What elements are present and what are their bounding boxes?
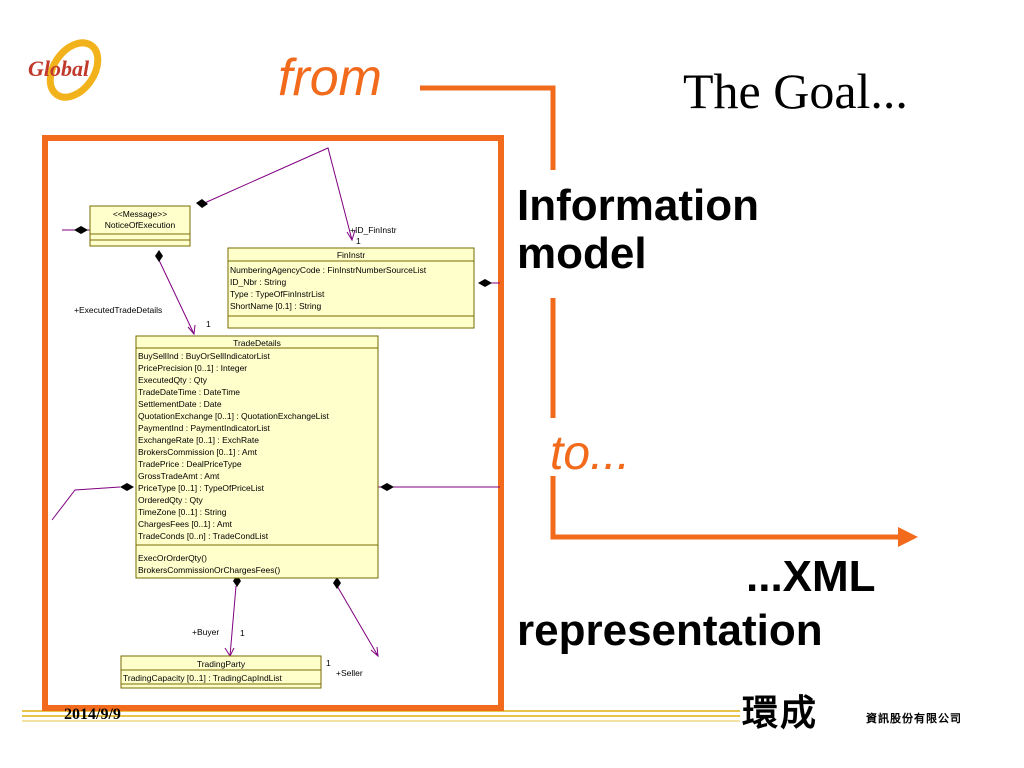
information-model-line: model bbox=[517, 229, 647, 278]
uml-class-tradingparty: TradingParty TradingCapacity [0..1] : Tr… bbox=[120, 655, 322, 689]
from-label: from bbox=[278, 49, 382, 107]
uml-class-fininstr: FinInstr NumberingAgencyCode : FinInstrN… bbox=[227, 247, 475, 329]
attribute: ShortName [0.1] : String bbox=[230, 301, 321, 311]
multiplicity-label: 1 bbox=[356, 236, 361, 246]
attribute: BuySellInd : BuyOrSellIndicatorList bbox=[138, 351, 270, 361]
attribute: TimeZone [0..1] : String bbox=[138, 507, 227, 517]
global-logo: Global bbox=[28, 39, 102, 101]
footer-divider bbox=[22, 710, 740, 722]
attribute: GrossTradeAmt : Amt bbox=[138, 471, 220, 481]
attribute: TradeConds [0..n] : TradeCondList bbox=[138, 531, 269, 541]
footer-date: 2014/9/9 bbox=[64, 706, 121, 723]
information-model-line: Information bbox=[517, 181, 759, 230]
multiplicity-label: 1 bbox=[206, 319, 211, 329]
role-label-executed-trade-details: +ExecutedTradeDetails bbox=[74, 305, 162, 315]
attribute: BrokersCommission [0..1] : Amt bbox=[138, 447, 258, 457]
role-label-buyer: +Buyer bbox=[192, 627, 219, 637]
class-name: FinInstr bbox=[337, 250, 366, 260]
attribute: ID_Nbr : String bbox=[230, 277, 286, 287]
attribute: QuotationExchange [0..1] : QuotationExch… bbox=[138, 411, 330, 421]
logo-text: Global bbox=[28, 56, 90, 81]
page-title: The Goal... bbox=[683, 63, 908, 119]
attribute: TradePrice : DealPriceType bbox=[138, 459, 242, 469]
logo-swoosh-icon bbox=[46, 39, 102, 101]
attribute: SettlementDate : Date bbox=[138, 399, 222, 409]
xml-representation-line: representation bbox=[517, 606, 823, 655]
uml-class-notice-of-execution: <<Message>> NoticeOfExecution bbox=[89, 205, 191, 247]
operation: BrokersCommissionOrChargesFees() bbox=[138, 565, 280, 575]
information-model-label: Information model bbox=[517, 182, 759, 278]
attribute: NumberingAgencyCode : FinInstrNumberSour… bbox=[230, 265, 427, 275]
xml-representation-line: ...XML bbox=[746, 552, 876, 601]
multiplicity-label: 1 bbox=[326, 658, 331, 668]
attribute: PaymentInd : PaymentIndicatorList bbox=[138, 423, 270, 433]
company-name: 環成 bbox=[742, 692, 819, 734]
flow-arrow bbox=[420, 85, 900, 540]
company-full-name: 資訊股份有限公司 bbox=[866, 712, 962, 725]
attribute: OrderedQty : Qty bbox=[138, 495, 203, 505]
to-label: to... bbox=[550, 427, 631, 480]
class-name: TradingParty bbox=[197, 659, 246, 669]
role-label-id-fininstr: +ID_FinInstr bbox=[350, 225, 397, 235]
class-name: TradeDetails bbox=[233, 338, 281, 348]
role-label-seller: +Seller bbox=[336, 668, 363, 678]
uml-diagram: <<Message>> NoticeOfExecution FinInstr N… bbox=[51, 147, 500, 689]
attribute: TradingCapacity [0..1] : TradingCapIndLi… bbox=[123, 673, 283, 683]
attribute: ExecutedQty : Qty bbox=[138, 375, 208, 385]
class-name: NoticeOfExecution bbox=[105, 220, 176, 230]
uml-class-tradedetails: TradeDetails BuySellInd : BuyOrSellIndic… bbox=[135, 335, 379, 579]
stereotype-label: <<Message>> bbox=[113, 209, 167, 219]
model-frame bbox=[42, 135, 504, 711]
multiplicity-label: 1 bbox=[240, 628, 245, 638]
attribute: ExchangeRate [0..1] : ExchRate bbox=[138, 435, 259, 445]
attribute: PriceType [0..1] : TypeOfPriceList bbox=[138, 483, 265, 493]
attribute: ChargesFees [0..1] : Amt bbox=[138, 519, 233, 529]
operation: ExecOrOrderQty() bbox=[138, 553, 207, 563]
attribute: Type : TypeOfFinInstrList bbox=[230, 289, 325, 299]
attribute: PricePrecision [0..1] : Integer bbox=[138, 363, 247, 373]
attribute: TradeDateTime : DateTime bbox=[138, 387, 240, 397]
arrow-head bbox=[898, 527, 918, 547]
